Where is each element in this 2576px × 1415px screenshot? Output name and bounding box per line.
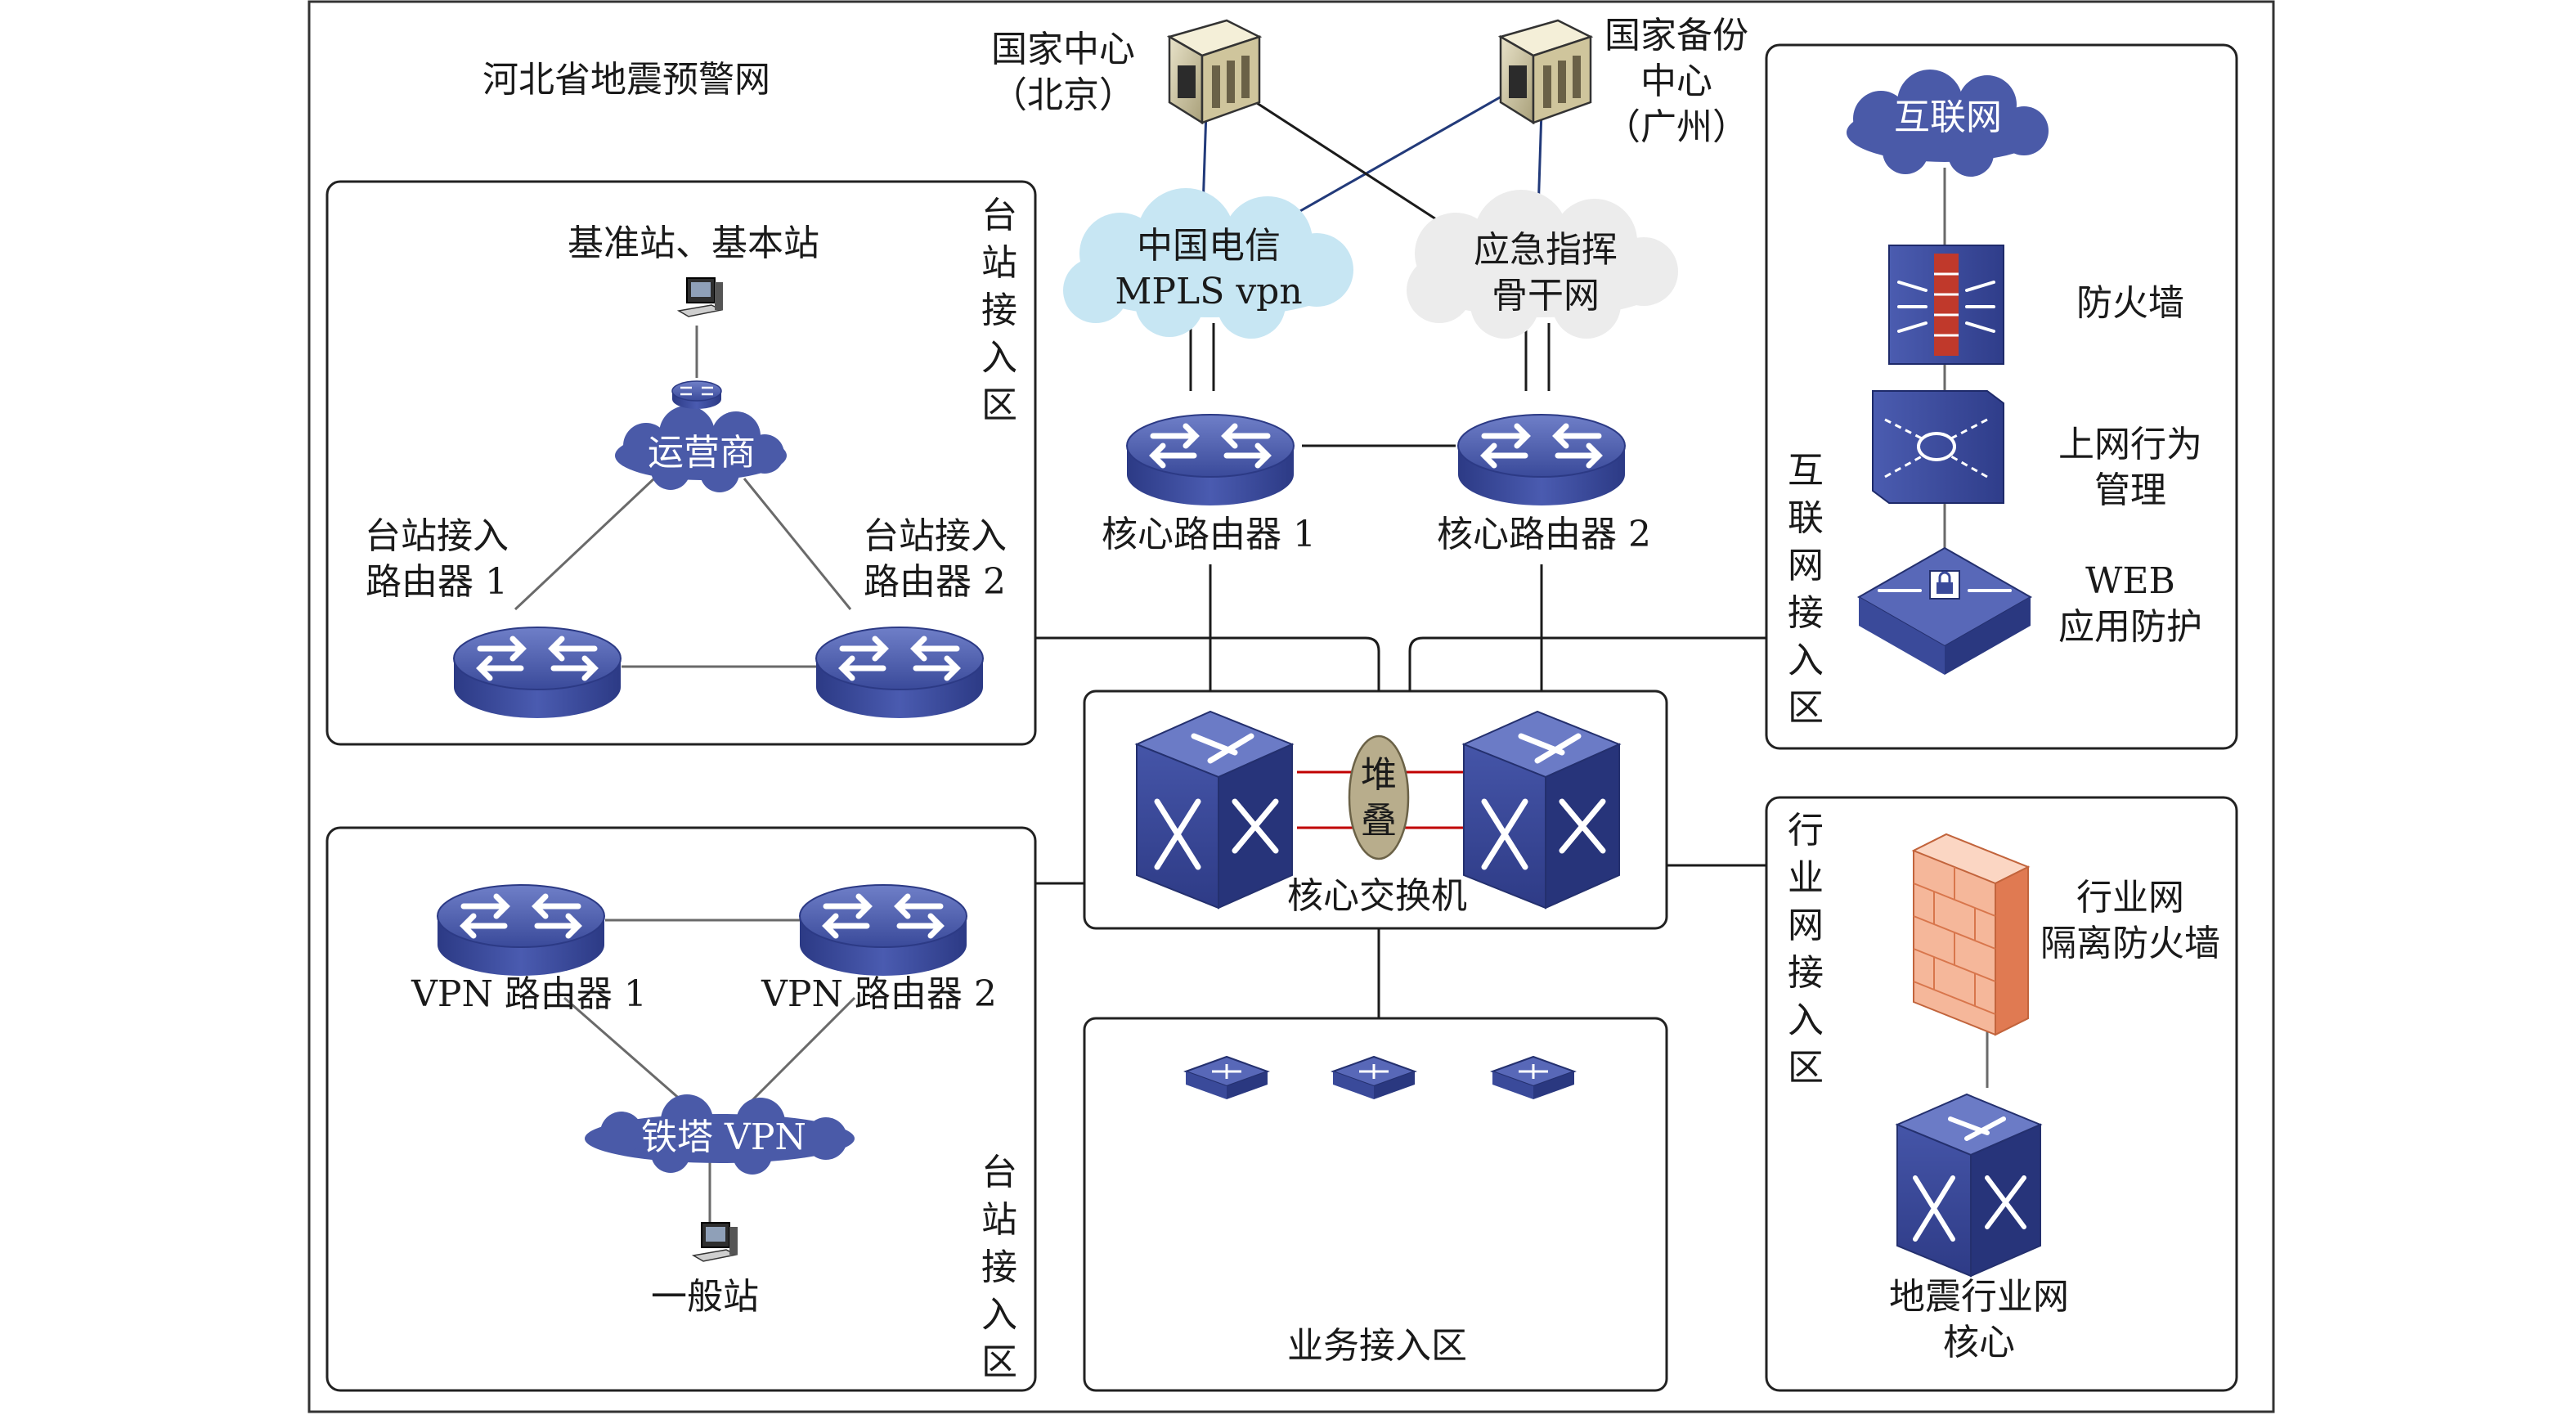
zone-core-switch (1083, 690, 1668, 930)
behavior-mgmt-label: 上网行为管理 (2058, 424, 2202, 511)
zone-business-access (1083, 1017, 1668, 1392)
router-icon-vpn1 (437, 884, 605, 976)
core-switch-cube-left (1134, 710, 1295, 910)
link-internet-zone-switch (1408, 636, 1766, 691)
link-vpn2-tower (738, 996, 856, 1114)
core-switch-cube-right (1461, 710, 1622, 910)
general-station-label: 一般站 (651, 1276, 759, 1318)
reference-station-label: 基准站、基本站 (568, 222, 819, 264)
router-icon-core1 (1126, 414, 1295, 505)
router-icon-station1 (453, 627, 622, 718)
router-icon-vpn2 (799, 884, 967, 976)
vpn-router-2-label: VPN 路由器 2 (761, 973, 997, 1015)
zone-station-access-bottom (325, 826, 1037, 1392)
industry-core-label: 地震行业网核心 (1889, 1276, 2069, 1363)
access-switch-icon-2 (1331, 1055, 1417, 1099)
internet-access-label: 互联网接入区 (1788, 450, 1824, 729)
small-router-icon (671, 380, 722, 409)
vpn-router-1-label: VPN 路由器 1 (411, 973, 647, 1015)
cloud-internet (1847, 70, 2049, 177)
computer-icon-reference-station (676, 277, 724, 317)
access-switch-icon-3 (1490, 1055, 1577, 1099)
national-center-label: 国家中心（北京） (991, 29, 1135, 116)
link-operator-router2 (743, 478, 852, 610)
zone-station-access-top (325, 180, 1037, 746)
backup-center-label: 国家备份中心（广州） (1604, 15, 1748, 148)
building-icon-backup (1497, 19, 1594, 125)
station-router-2-label: 台站接入路由器 2 (863, 515, 1007, 603)
link-backup-telecom (1275, 88, 1514, 227)
stack-label: 堆叠 (1361, 754, 1397, 842)
isolation-firewall-icon (1911, 833, 2031, 1036)
diagram-title: 河北省地震预警网 (482, 59, 770, 101)
core-router-2-label: 核心路由器 2 (1437, 514, 1651, 555)
tower-vpn-cloud-label: 铁塔 VPN (641, 1116, 806, 1158)
stack-ellipse (1348, 734, 1410, 860)
isolation-firewall-label: 行业网隔离防火墙 (2040, 877, 2220, 964)
core-switch-label: 核心交换机 (1287, 875, 1467, 917)
core-router-1-label: 核心路由器 1 (1102, 514, 1316, 555)
operator-cloud-label: 运营商 (648, 432, 756, 474)
outer-frame (307, 0, 2275, 1413)
cloud-operator (615, 406, 787, 492)
zone-internet-access (1765, 43, 2238, 750)
industry-core-switch-icon (1895, 1093, 2043, 1278)
link-national-emergency (1242, 92, 1465, 239)
link-station-zone-switch (1035, 636, 1380, 691)
business-access-label: 业务接入区 (1287, 1325, 1467, 1367)
cloud-tower-vpn (585, 1094, 855, 1175)
computer-icon-general-station (691, 1222, 738, 1262)
waf-icon (1856, 546, 2033, 675)
firewall-icon (1888, 245, 2004, 365)
link-operator-router1 (514, 477, 656, 611)
internet-cloud-label: 互联网 (1894, 97, 2002, 138)
zone-industry-access (1765, 796, 2238, 1392)
firewall-label: 防火墙 (2076, 282, 2184, 324)
emergency-cloud-label: 应急指挥骨干网 (1474, 229, 1618, 317)
cloud-emergency (1407, 190, 1678, 339)
industry-access-label: 行业网接入区 (1788, 810, 1824, 1089)
access-switch-icon-1 (1183, 1055, 1270, 1099)
station-router-1-label: 台站接入路由器 1 (365, 515, 509, 603)
station-access-top-label: 台站接入区 (981, 195, 1017, 426)
behavior-management-icon (1872, 390, 2004, 504)
building-icon-national (1166, 19, 1263, 125)
link-vpn1-tower (563, 996, 696, 1114)
station-access-bottom-label: 台站接入区 (981, 1152, 1017, 1383)
router-icon-station2 (815, 627, 984, 718)
cloud-telecom (1063, 188, 1353, 339)
router-icon-core2 (1457, 414, 1626, 505)
